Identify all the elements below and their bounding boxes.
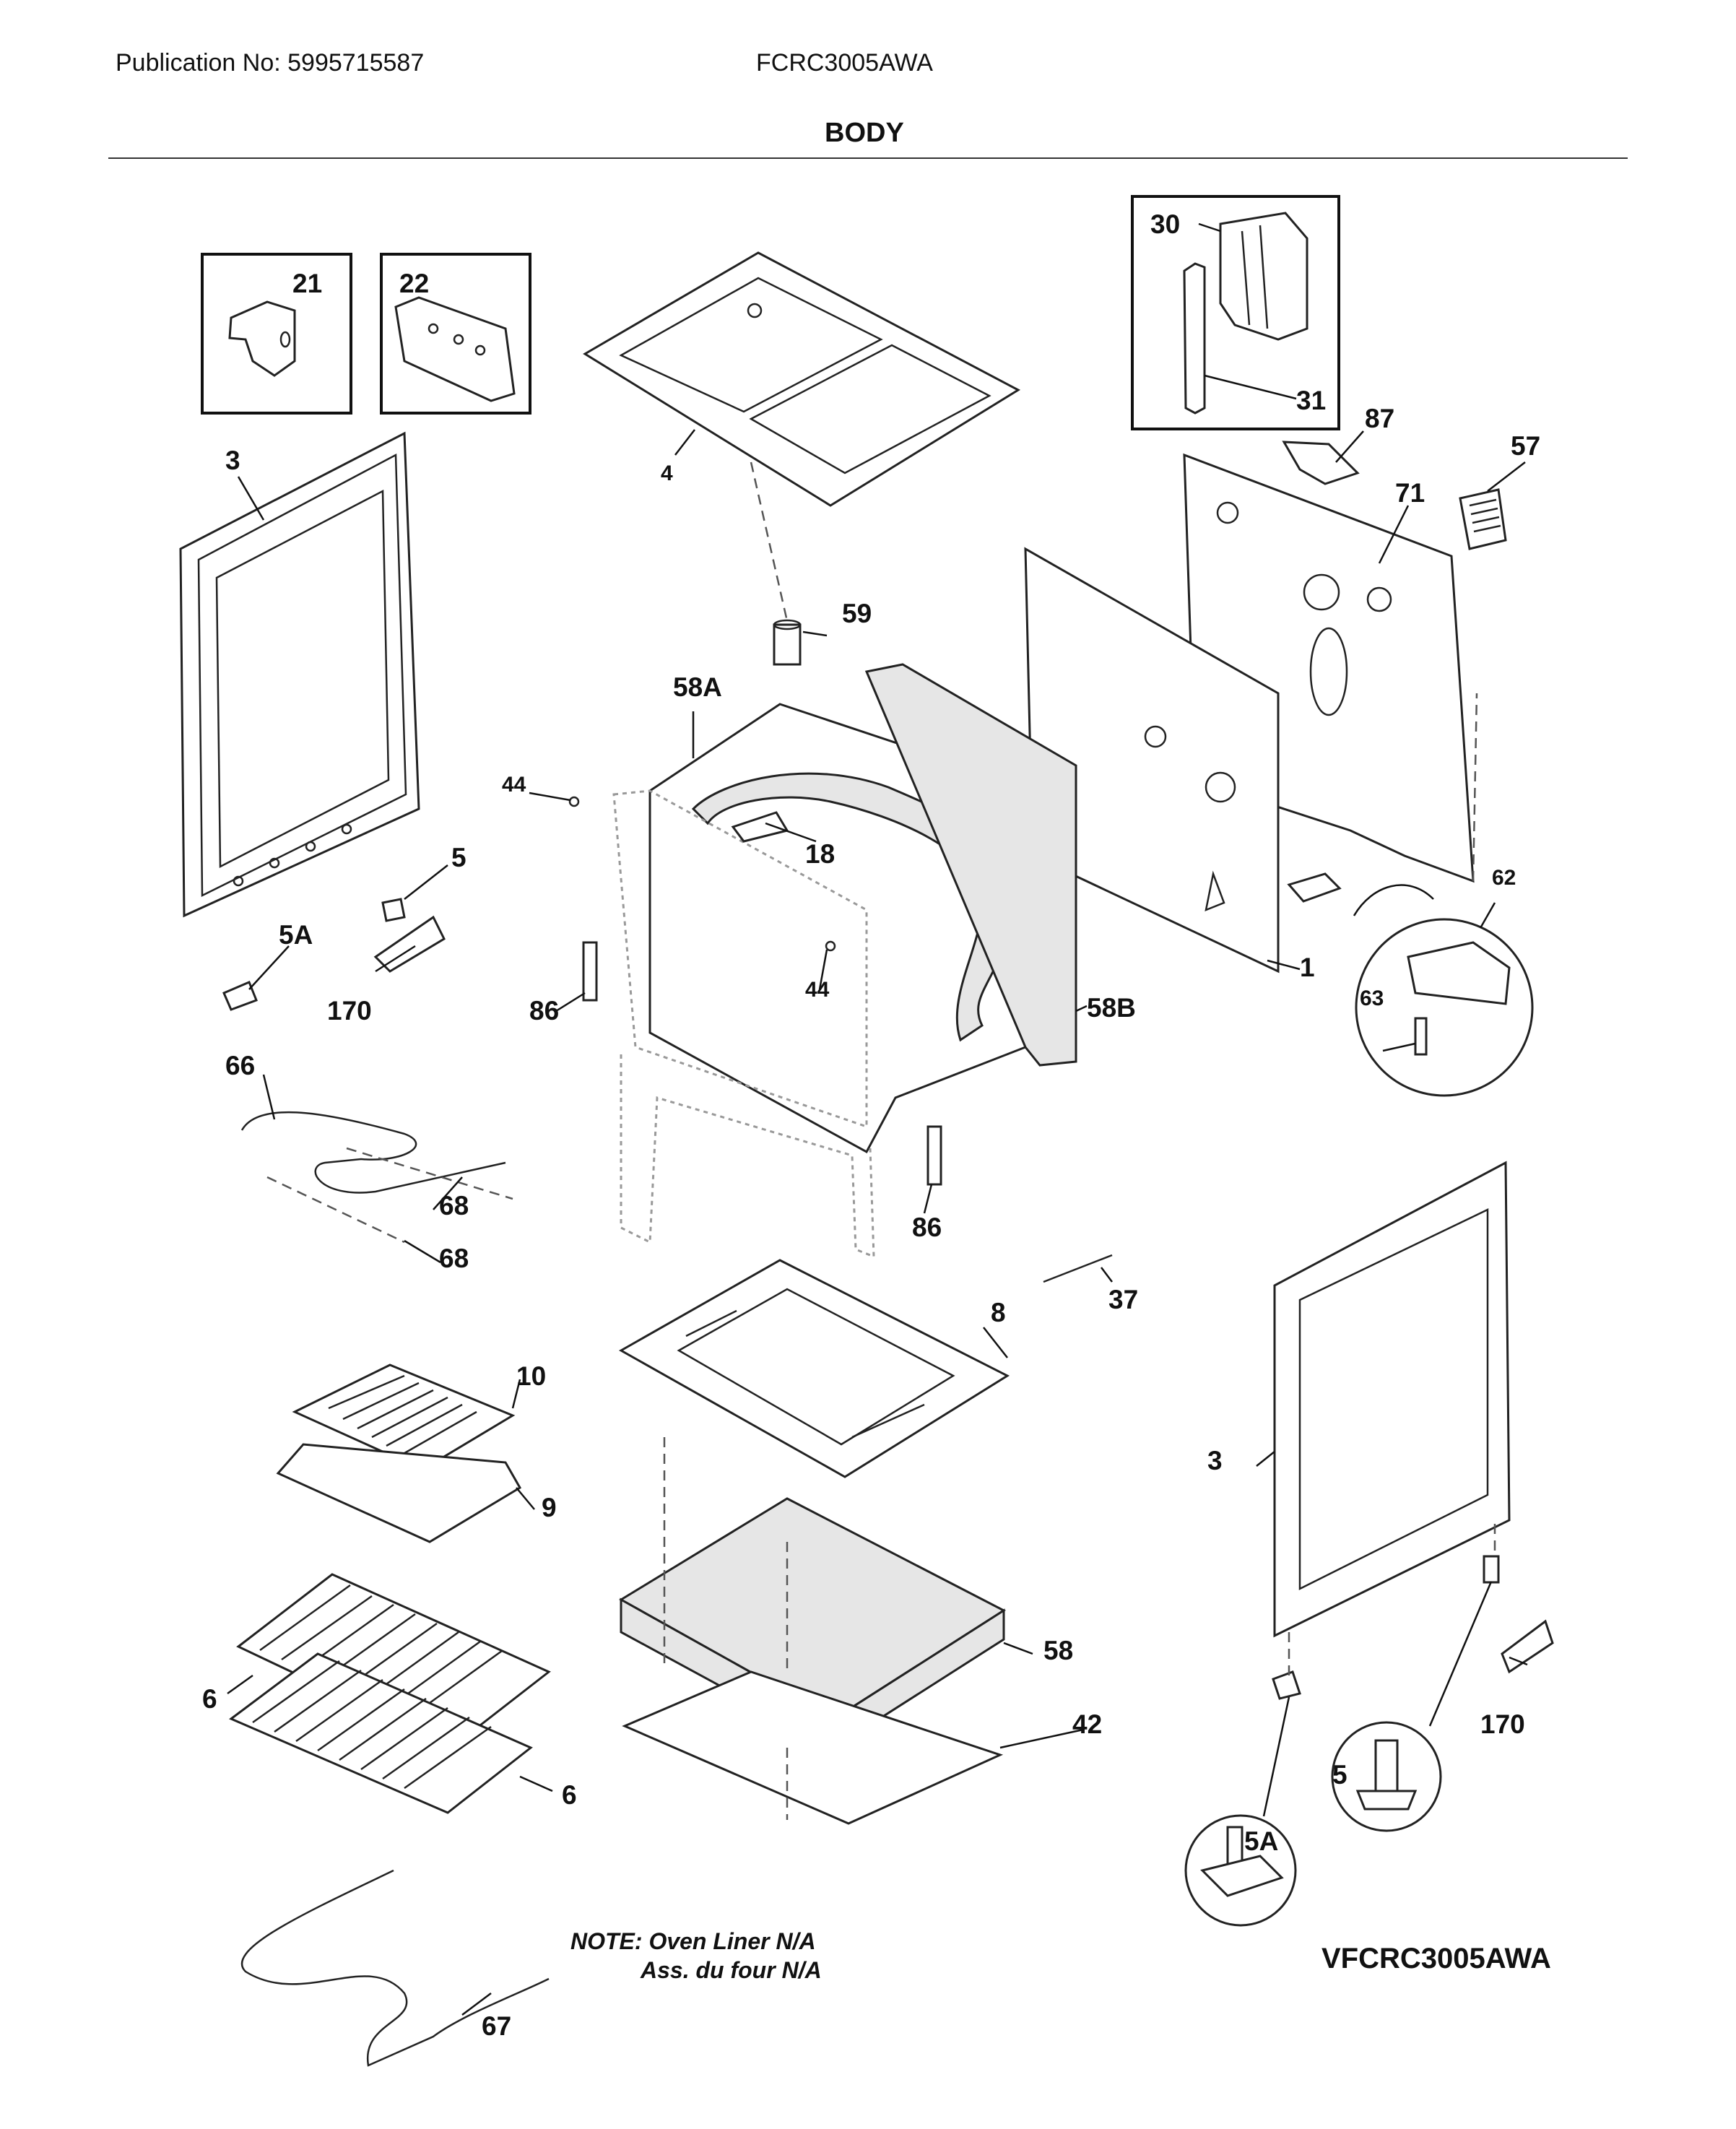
leveler-bracket-part-5A-detail <box>1200 1826 1284 1897</box>
callout-67: 67 <box>482 2011 511 2041</box>
note-line-2: Ass. du four N/A <box>641 1957 822 1983</box>
broil-pan-part-9 <box>276 1443 522 1543</box>
callout-86-right: 86 <box>912 1213 942 1242</box>
callout-59: 59 <box>842 599 872 628</box>
model-number: FCRC3005AWA <box>756 49 933 77</box>
diagram-code: VFCRC3005AWA <box>1321 1943 1551 1974</box>
callout-37: 37 <box>1108 1285 1138 1314</box>
section-title: BODY <box>825 118 904 148</box>
callout-30: 30 <box>1150 209 1180 239</box>
side-panel-left-part-3 <box>179 431 420 918</box>
oven-rack-part-6b <box>229 1652 533 1814</box>
publication-number: Publication No: 5995715587 <box>116 49 425 77</box>
ghost-frame-outline <box>612 789 875 1259</box>
grille-part-57 <box>1459 488 1507 550</box>
callout-3-left: 3 <box>225 446 240 475</box>
callout-87: 87 <box>1365 404 1394 433</box>
leveling-leg-part-5 <box>381 898 406 922</box>
callout-5A-circle: 5A <box>1244 1826 1278 1856</box>
side-panel-right-part-3 <box>1273 1161 1511 1638</box>
broil-element-part-67 <box>240 1869 550 2067</box>
callout-5-top: 5 <box>451 843 466 872</box>
callout-86-left: 86 <box>529 996 559 1026</box>
sleeve-part-59 <box>773 619 802 666</box>
callout-4: 4 <box>661 461 673 485</box>
callout-44-a: 44 <box>502 773 526 797</box>
callout-170-left: 170 <box>327 996 372 1026</box>
leader-lines <box>227 222 1528 2016</box>
callout-68-b: 68 <box>439 1244 469 1273</box>
callout-63: 63 <box>1360 987 1384 1010</box>
terminal-block-small <box>1287 872 1342 903</box>
vent-trim-part-30 <box>1219 212 1308 341</box>
callout-42: 42 <box>1072 1709 1102 1739</box>
callout-8: 8 <box>991 1298 1006 1327</box>
element-rod-part-68 <box>266 1176 405 1244</box>
callout-58: 58 <box>1043 1636 1073 1665</box>
bottom-panel-part-8 <box>618 1259 1010 1478</box>
callout-66: 66 <box>225 1051 255 1080</box>
detail-arrow <box>1353 884 1434 916</box>
bracket-part-21 <box>228 300 296 377</box>
leveling-leg-part-5-right <box>1483 1555 1500 1584</box>
callout-71: 71 <box>1395 478 1425 508</box>
callout-9: 9 <box>542 1493 557 1522</box>
leveler-bracket-part-5A-right <box>1272 1670 1301 1700</box>
align-line-floor <box>663 1437 789 1820</box>
bracket-part-22 <box>394 296 516 402</box>
callout-68-a: 68 <box>439 1191 469 1220</box>
callout-1: 1 <box>1300 953 1315 982</box>
callout-10: 10 <box>516 1361 546 1391</box>
callout-6-b: 6 <box>562 1780 577 1810</box>
drawer-liner-part-42 <box>622 1670 1004 1825</box>
header-rule <box>108 157 1628 159</box>
callout-170-right: 170 <box>1480 1709 1525 1739</box>
clip-part-63 <box>1414 1017 1428 1056</box>
bake-element-part-66 <box>240 1111 506 1194</box>
insulation-part-58B <box>864 663 1077 1067</box>
align-line-legs <box>1288 1524 1496 1675</box>
callout-22: 22 <box>399 269 429 298</box>
note-line-1: NOTE: Oven Liner N/A <box>570 1928 816 1954</box>
callout-62: 62 <box>1492 866 1516 890</box>
callout-31: 31 <box>1296 386 1326 415</box>
callout-58A: 58A <box>673 672 722 702</box>
callout-58B: 58B <box>1087 993 1136 1023</box>
leveling-leg-part-5-detail <box>1355 1739 1418 1811</box>
callout-18: 18 <box>805 839 835 869</box>
hinge-part-86-right <box>926 1125 942 1186</box>
sensor-part-37 <box>1043 1254 1113 1283</box>
bracket-part-170-left <box>373 915 446 973</box>
align-line-rear <box>1472 693 1478 882</box>
callout-21: 21 <box>292 269 322 298</box>
top-panel-part-4 <box>583 251 1021 507</box>
callout-6-a: 6 <box>202 1684 217 1714</box>
screw-part-44-a <box>568 796 580 807</box>
align-line-top <box>750 461 789 622</box>
leveler-bracket-part-5A <box>222 981 258 1011</box>
vent-bracket-part-31 <box>1183 262 1206 415</box>
callout-44-b: 44 <box>805 978 830 1002</box>
terminal-block-part-62 <box>1407 941 1511 1005</box>
screw-part-44-b <box>825 940 836 952</box>
callout-5-circle: 5 <box>1332 1760 1347 1790</box>
callout-57: 57 <box>1511 431 1540 461</box>
callout-5A-top: 5A <box>279 920 313 950</box>
callout-3-right: 3 <box>1207 1446 1223 1475</box>
plate-part-87 <box>1282 441 1360 485</box>
element-rod-part-68b <box>346 1147 513 1200</box>
hinge-part-86-left <box>582 941 598 1002</box>
